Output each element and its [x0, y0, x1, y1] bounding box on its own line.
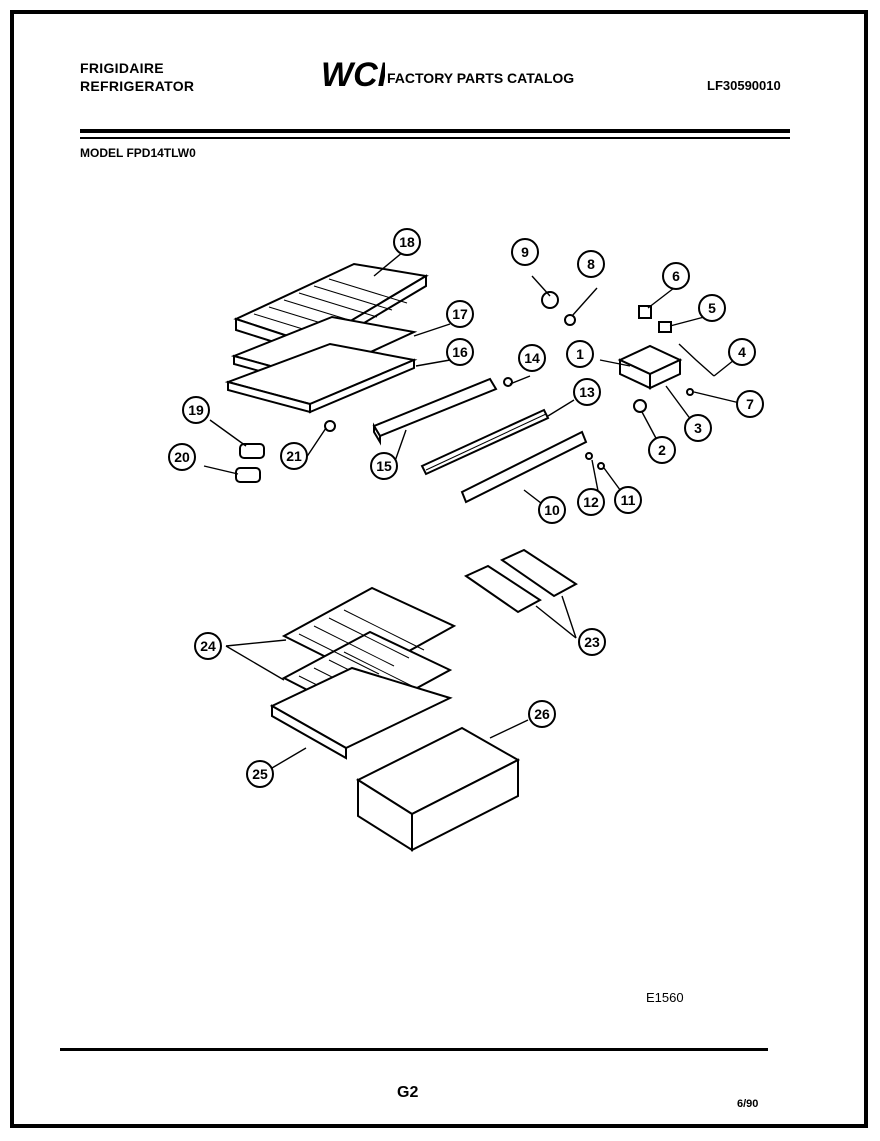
callout-11: 11 — [614, 486, 642, 514]
svg-text:4: 4 — [738, 344, 746, 360]
part-6-thermostat — [638, 305, 652, 319]
part-26-crisper-drawer — [355, 726, 521, 852]
callout-24: 24 — [194, 632, 222, 660]
callout-23: 23 — [578, 628, 606, 656]
part-11-clip — [597, 462, 605, 470]
svg-text:14: 14 — [524, 350, 540, 366]
part-16-cover-frame — [224, 342, 418, 414]
part-9-bulb — [541, 291, 559, 309]
part-1-light-housing — [617, 344, 683, 390]
callout-4: 4 — [728, 338, 756, 366]
part-12-screw — [585, 452, 593, 460]
svg-text:8: 8 — [587, 256, 595, 272]
svg-text:21: 21 — [286, 448, 302, 464]
callout-1: 1 — [566, 340, 594, 368]
catalog-page: FRIGIDAIRE REFRIGERATOR WCI FACTORY PART… — [10, 10, 868, 1128]
svg-text:17: 17 — [452, 306, 468, 322]
part-25-shelf-frame — [269, 666, 453, 760]
svg-text:1: 1 — [576, 346, 584, 362]
part-7-screw — [686, 388, 694, 396]
svg-text:6: 6 — [672, 268, 680, 284]
svg-text:24: 24 — [200, 638, 216, 654]
exploded-parts-diagram: 1 2 3 4 5 6 7 8 9 10 11 12 13 14 15 16 1… — [168, 228, 764, 852]
callout-25: 25 — [246, 760, 274, 788]
callout-14: 14 — [518, 344, 546, 372]
svg-text:9: 9 — [521, 244, 529, 260]
callout-7: 7 — [736, 390, 764, 418]
part-15-bracket — [372, 377, 498, 446]
doc-number: LF30590010 — [707, 78, 781, 93]
part-8-socket — [564, 314, 576, 326]
svg-text:20: 20 — [174, 449, 190, 465]
part-2-knob — [633, 399, 647, 413]
callout-19: 19 — [182, 396, 210, 424]
svg-text:5: 5 — [708, 300, 716, 316]
svg-text:7: 7 — [746, 396, 754, 412]
svg-text:10: 10 — [544, 502, 560, 518]
callout-3: 3 — [684, 414, 712, 442]
svg-text:23: 23 — [584, 634, 600, 650]
header-rule-thin — [80, 137, 790, 139]
product-type: REFRIGERATOR — [80, 78, 195, 94]
svg-text:2: 2 — [658, 442, 666, 458]
callout-26: 26 — [528, 700, 556, 728]
svg-text:26: 26 — [534, 706, 550, 722]
callout-16: 16 — [446, 338, 474, 366]
part-23-ice-trays — [463, 548, 578, 614]
svg-text:19: 19 — [188, 402, 204, 418]
svg-text:12: 12 — [583, 494, 599, 510]
callout-6: 6 — [662, 262, 690, 290]
part-10-rail — [460, 430, 588, 504]
svg-text:3: 3 — [694, 420, 702, 436]
callout-8: 8 — [577, 250, 605, 278]
part-5-switch — [658, 321, 672, 333]
svg-text:13: 13 — [579, 384, 595, 400]
svg-text:15: 15 — [376, 458, 392, 474]
drawing-code: E1560 — [646, 990, 684, 1005]
wci-logo: WCI — [321, 56, 385, 94]
part-19-roller — [239, 443, 265, 459]
part-14-clip — [503, 377, 513, 387]
model-number: MODEL FPD14TLW0 — [80, 146, 196, 160]
callout-9: 9 — [511, 238, 539, 266]
header-rule — [80, 129, 790, 133]
leader-lines — [203, 251, 745, 769]
part-21-fastener — [324, 420, 336, 432]
callout-2: 2 — [648, 436, 676, 464]
part-20-roller — [235, 467, 261, 483]
callout-17: 17 — [446, 300, 474, 328]
part-4-wire — [678, 343, 715, 377]
callout-15: 15 — [370, 452, 398, 480]
part-13-rail — [420, 408, 550, 476]
svg-text:16: 16 — [452, 344, 468, 360]
catalog-title: FACTORY PARTS CATALOG — [387, 70, 575, 86]
page-number: G2 — [397, 1084, 419, 1101]
revision-date: 6/90 — [737, 1098, 759, 1110]
callout-12: 12 — [577, 488, 605, 516]
callout-21: 21 — [280, 442, 308, 470]
svg-text:18: 18 — [399, 234, 415, 250]
callout-18: 18 — [393, 228, 421, 256]
svg-text:11: 11 — [621, 492, 636, 508]
footer-rule — [60, 1048, 768, 1051]
brand-name: FRIGIDAIRE — [80, 60, 164, 76]
callout-10: 10 — [538, 496, 566, 524]
wci-logo-text: WCI — [321, 56, 385, 94]
callout-20: 20 — [168, 443, 196, 471]
callout-5: 5 — [698, 294, 726, 322]
callout-13: 13 — [573, 378, 601, 406]
svg-text:25: 25 — [252, 766, 268, 782]
